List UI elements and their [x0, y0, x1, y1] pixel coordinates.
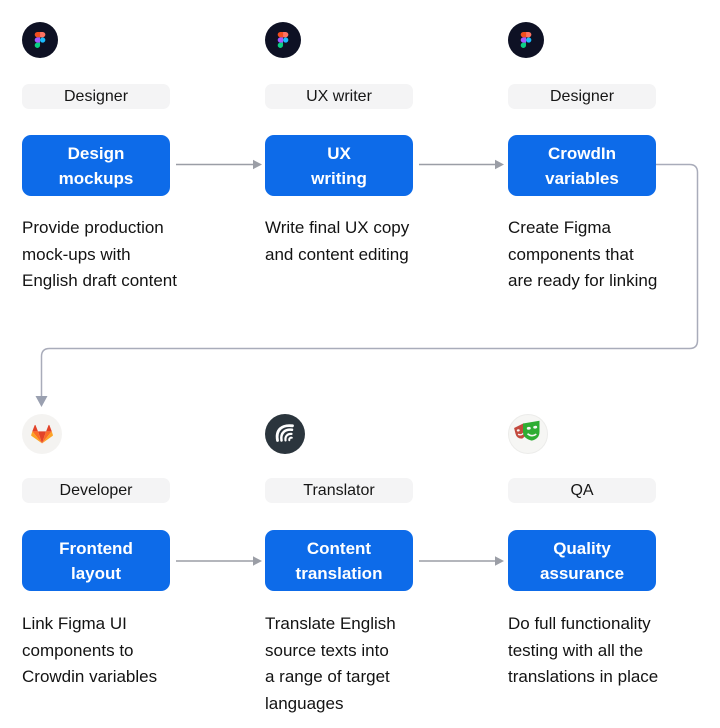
- arrow-design-to-uxwriting: [176, 159, 262, 170]
- crowdin-icon: [265, 414, 305, 454]
- arrow-crowdinvariables-to-frontendlayout: [35, 163, 699, 407]
- role-badge: Developer: [22, 478, 170, 503]
- arrow-uxwriting-to-crowdinvariables: [419, 159, 504, 170]
- role-badge: QA: [508, 478, 656, 503]
- role-badge: Translator: [265, 478, 413, 503]
- figma-icon: [22, 22, 58, 58]
- role-badge: Designer: [508, 84, 656, 109]
- arrow-frontendlayout-to-contenttranslation: [176, 556, 262, 566]
- playwright-icon: [508, 414, 548, 454]
- arrow-contenttranslation-to-qualityassurance: [419, 556, 504, 566]
- figma-icon: [508, 22, 544, 58]
- role-badge: Designer: [22, 84, 170, 109]
- figma-icon: [265, 22, 301, 58]
- role-badge: UX writer: [265, 84, 413, 109]
- gitlab-icon: [22, 414, 62, 454]
